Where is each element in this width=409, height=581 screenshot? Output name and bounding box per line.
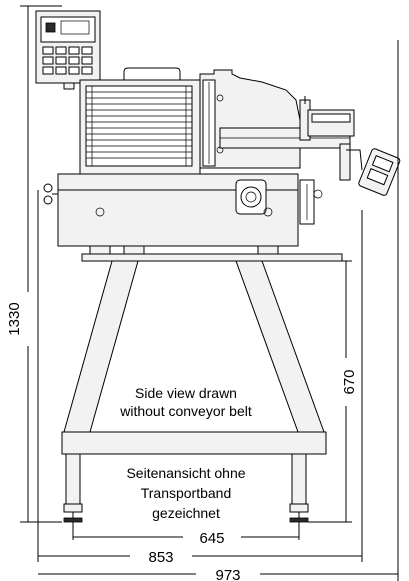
dim-stand-height: 670 bbox=[262, 260, 358, 523]
right-handle bbox=[358, 148, 401, 196]
keypad-keys bbox=[42, 46, 93, 75]
dim-height-stand-label: 670 bbox=[341, 369, 358, 394]
dim-total-width: 973 bbox=[38, 567, 398, 581]
dim-frame-width: 853 bbox=[37, 190, 363, 566]
dim-height-total-label: 1330 bbox=[6, 302, 23, 335]
note-english: Side view drawn without conveyor belt bbox=[119, 385, 252, 419]
dim-width-feet-label: 645 bbox=[199, 530, 224, 547]
slicer-machine bbox=[43, 67, 401, 255]
dim-width-total-label: 973 bbox=[215, 567, 240, 581]
stand bbox=[61, 253, 343, 523]
carriage-grille bbox=[86, 86, 192, 166]
note-en-line1: Side view drawn bbox=[135, 385, 237, 401]
control-panel bbox=[35, 10, 101, 90]
dim-width-frame-label: 853 bbox=[148, 549, 173, 566]
dim-feet-width: 645 bbox=[72, 522, 300, 547]
dim-total-height: 1330 bbox=[6, 5, 62, 523]
note-en-line2: without conveyor belt bbox=[119, 403, 252, 419]
note-de-line3: gezeichnet bbox=[152, 505, 220, 521]
note-de-line2: Transportband bbox=[141, 485, 232, 501]
note-german: Seitenansicht ohne Transportband gezeich… bbox=[126, 465, 245, 521]
note-de-line1: Seitenansicht ohne bbox=[126, 465, 245, 481]
